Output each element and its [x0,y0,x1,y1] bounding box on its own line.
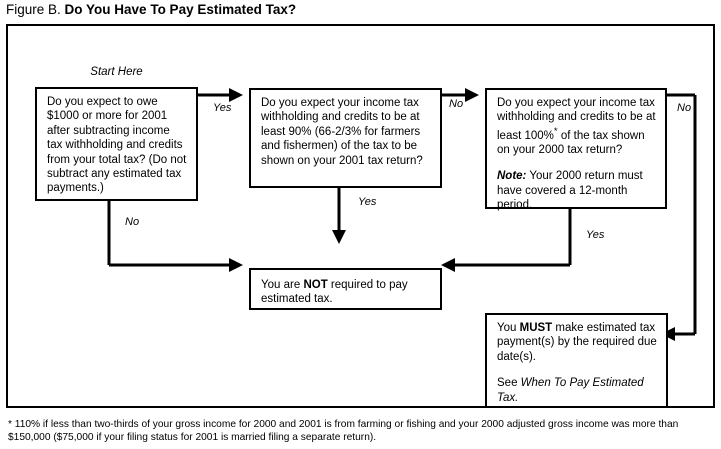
see-reference-title: When To Pay Estimated Tax. [497,377,644,404]
start-here-label: Start Here [90,66,143,78]
decision-box-100-percent-text-before: Do you expect your income tax withholdin… [497,97,656,142]
flowchart-frame: Start Here Do you expect to owe $1000 or… [6,24,715,408]
outcome-box-not-required: You are NOT required to pay estimated ta… [249,268,442,310]
decision-box-note: Note: Your 2000 return must have covered… [497,169,657,212]
edge-label-q3-no: No [677,102,692,114]
outcome-box-must-pay: You MUST make estimated tax payment(s) b… [485,313,668,408]
must-pay-text-before: You [497,322,517,334]
figure-heading: Do You Have To Pay Estimated Tax? [64,2,297,17]
decision-box-owe-1000-text: Do you expect to owe $1000 or more for 2… [47,96,187,195]
edge-label-q1-no: No [125,216,140,228]
outcome-box-must-pay-text: You MUST make estimated tax payment(s) b… [497,321,658,364]
edge-label-q2-no: No [449,98,464,110]
decision-box-100-percent-text: Do you expect your income tax withholdin… [497,96,657,157]
note-word: Note: [497,170,527,183]
not-required-text-before: You are [261,279,301,291]
see-label: See [497,377,518,390]
not-required-emphasis: NOT [303,279,328,291]
note-text: Your 2000 return must have covered a 12-… [497,170,643,212]
footnote-text: * 110% if less than two-thirds of your g… [8,419,679,443]
decision-box-100-percent-text-after: of the tax shown on your 2000 tax return… [497,129,645,157]
must-pay-emphasis: MUST [519,322,553,334]
must-pay-text-after: make estimated tax payment(s) by the req… [497,322,657,363]
outcome-box-not-required-text: You are NOT required to pay estimated ta… [261,278,432,307]
edge-label-q1-yes: Yes [213,102,232,114]
decision-box-100-percent: Do you expect your income tax withholdin… [485,88,667,212]
decision-box-90-percent: Do you expect your income tax withholdin… [249,88,442,188]
edge-label-q2-yes: Yes [358,196,377,208]
not-required-text-after: required to pay estimated tax. [261,279,408,306]
must-pay-see-reference: See When To Pay Estimated Tax. [497,376,658,405]
page-title: Figure B. Do You Have To Pay Estimated T… [6,2,296,18]
decision-box-90-percent-text: Do you expect your income tax withholdin… [261,97,423,167]
figure-label: Figure B. [6,2,61,17]
edge-label-q3-yes: Yes [586,229,605,241]
footnote-asterisk-marker: * [553,125,558,137]
decision-box-owe-1000: Do you expect to owe $1000 or more for 2… [35,87,198,201]
